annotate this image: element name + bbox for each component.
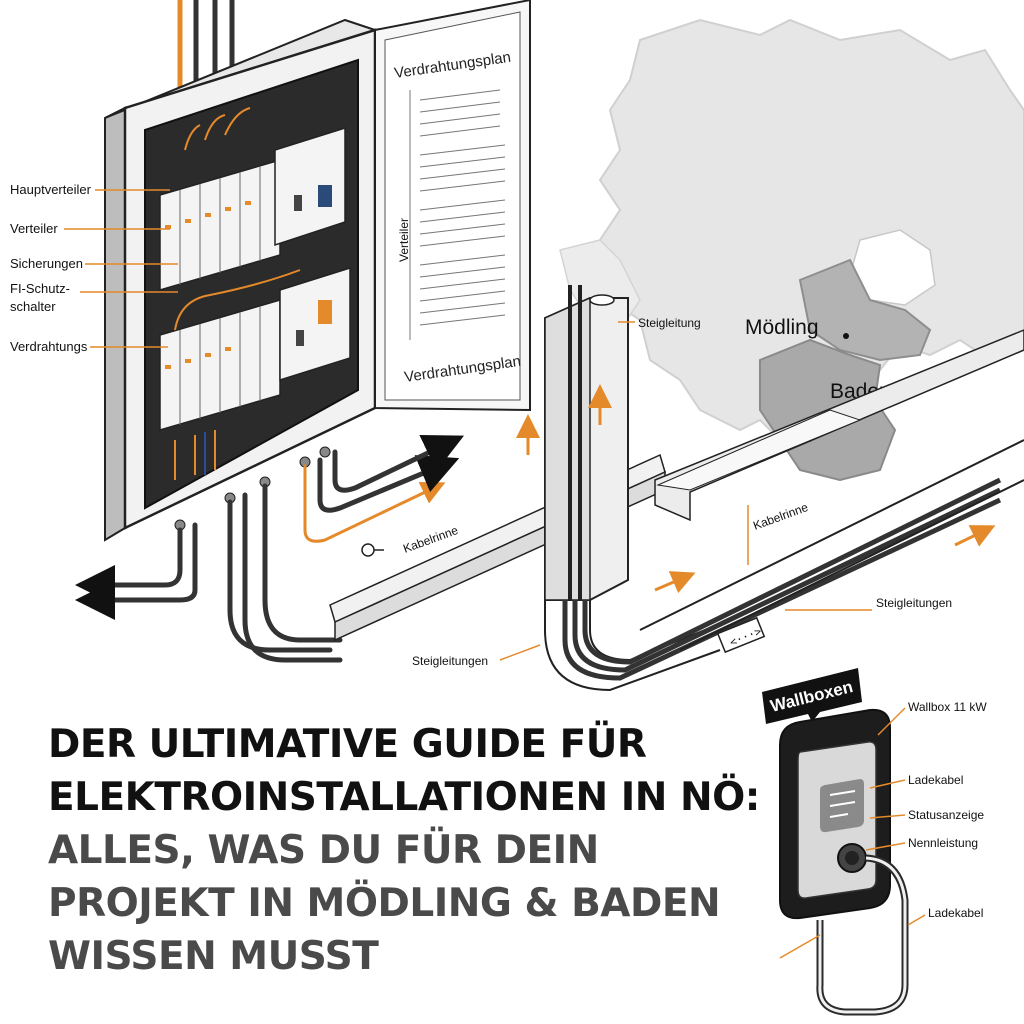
page-headline: DER ULTIMATIVE GUIDE FÜR ELEKTROINSTALLA…: [48, 718, 768, 983]
headline-line-5: WISSEN MUSST: [48, 934, 379, 979]
label-steigleitungen-bottom: Steigleitungen: [412, 654, 488, 668]
label-wallbox-power: Wallbox 11 kW: [908, 700, 987, 714]
rcd-unit-lower: [279, 266, 351, 382]
cable-run-bottom: <···> Steigleitungen Steigleitungen: [412, 439, 1024, 692]
label-kabelrinne-right: Kabelrinne: [751, 500, 810, 533]
breaker-row-upper: [159, 107, 281, 291]
lower-austria-map: Mödling Baden: [559, 18, 1024, 482]
headline-line-4: PROJEKT IN MÖDLING & BADEN: [48, 881, 721, 926]
wallbox: Wallboxen Wallbox 11 kW Ladekabel Status…: [762, 668, 987, 1016]
wallbox-tag: [762, 668, 862, 724]
label-sicherungen: Sicherungen: [10, 256, 83, 271]
plan-side-label: Verteiler: [397, 218, 411, 262]
city-label-moedling: Mödling: [745, 316, 819, 339]
label-steigleitung: Steigleitung: [638, 316, 701, 330]
label-nennleistung: Nennleistung: [908, 836, 978, 850]
rcd-unit-upper: [274, 126, 346, 247]
label-hauptverteiler: Hauptverteiler: [10, 182, 92, 197]
headline-line-1: DER ULTIMATIVE GUIDE FÜR: [48, 722, 647, 767]
breaker-row-lower: [159, 269, 301, 431]
moedling-dot: [843, 333, 849, 339]
moedling-district: [798, 258, 932, 362]
distribution-panel: [104, 0, 379, 542]
label-steigleitungen-right: Steigleitungen: [876, 596, 952, 610]
wiring-plan-door: Verdrahtungsplan Verdrahtungsplan Vertei…: [374, 0, 531, 412]
headline-line-3: ALLES, WAS DU FÜR DEIN: [48, 828, 599, 873]
panel-labels: Hauptverteiler Verteiler Sicherungen FI-…: [10, 182, 178, 354]
panel-box-side: [104, 106, 126, 542]
label-fi-line1: FI-Schutz-: [10, 281, 70, 296]
label-ladekabel-2: Ladekabel: [928, 906, 983, 920]
label-verdrahtungs: Verdrahtungs: [10, 339, 88, 354]
label-ladekabel-1: Ladekabel: [908, 773, 963, 787]
panel-outgoing-cables: [75, 434, 465, 663]
label-fi-line2: schalter: [10, 299, 56, 314]
label-verteiler: Verteiler: [10, 221, 58, 236]
headline-line-2: ELEKTROINSTALLATIONEN IN NÖ:: [48, 775, 760, 820]
label-statusanzeige: Statusanzeige: [908, 808, 984, 822]
plug-icon: [361, 543, 384, 557]
